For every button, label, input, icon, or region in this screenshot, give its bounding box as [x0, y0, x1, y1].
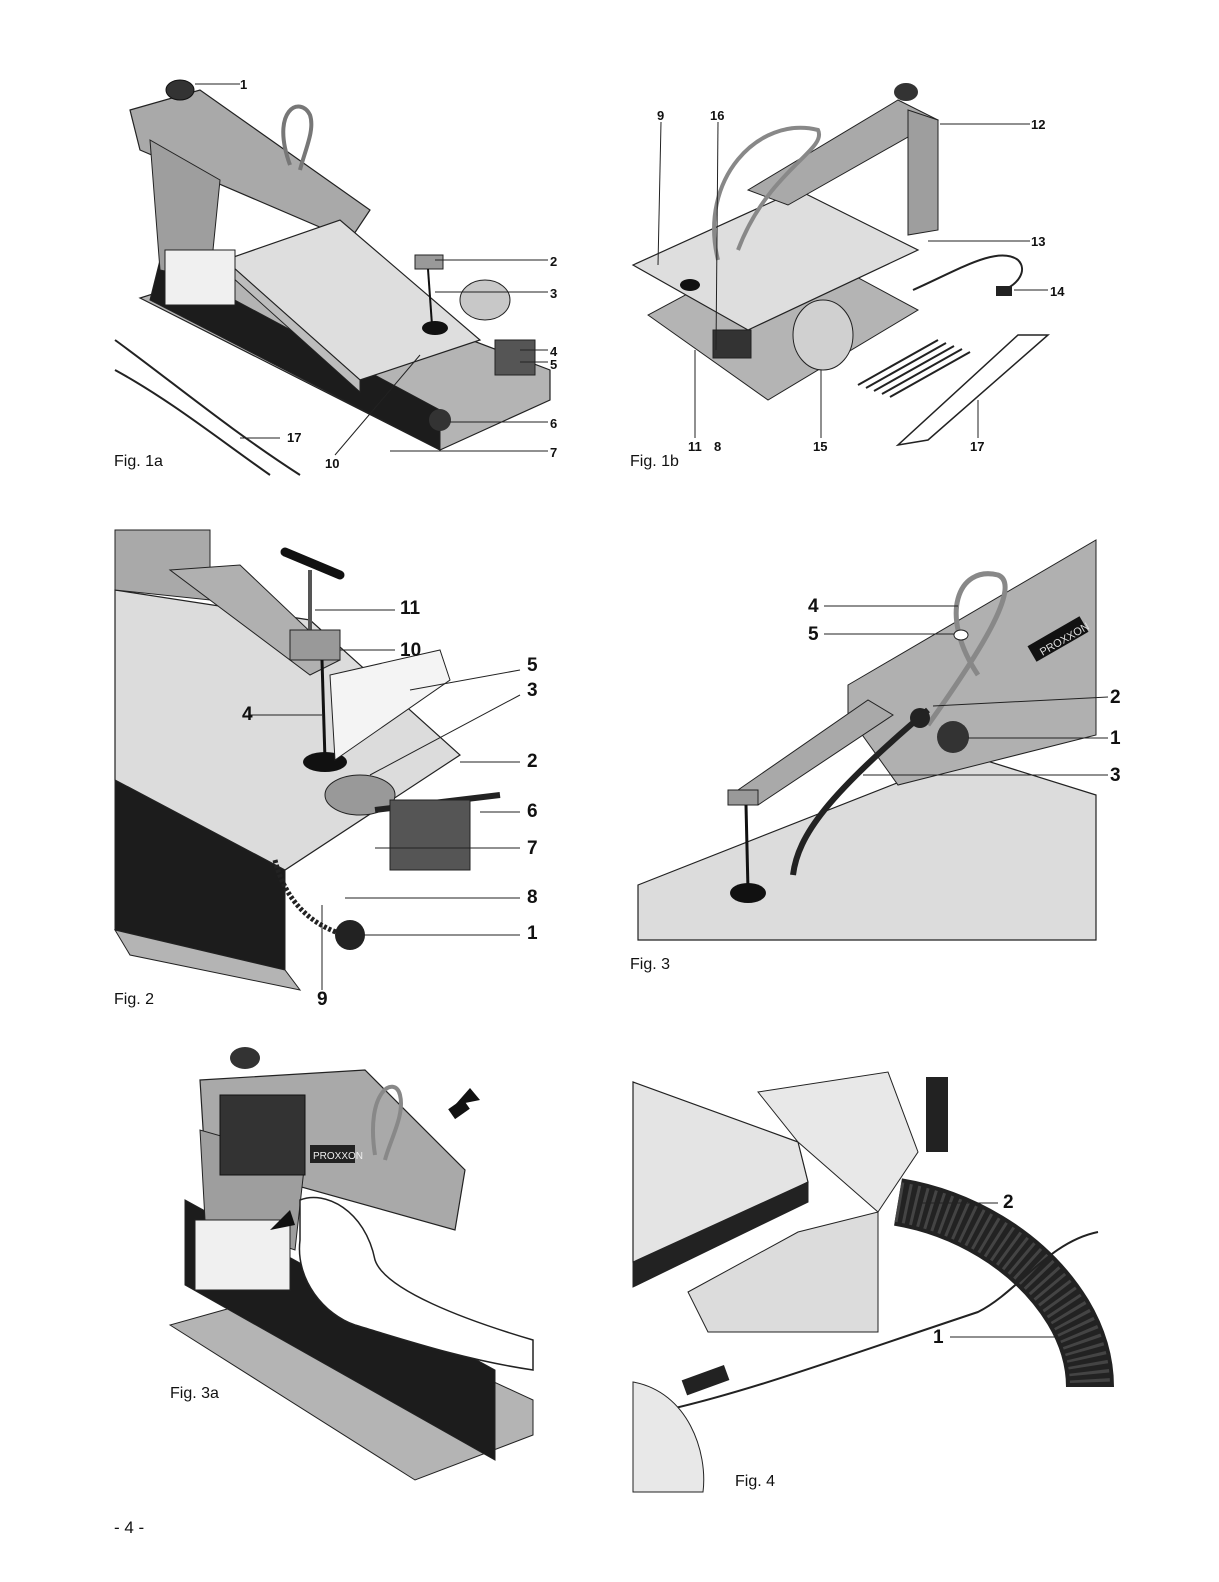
callout-16: 16 — [710, 108, 724, 123]
brand-logo: PROXXON — [313, 1151, 363, 1162]
callout-8: 8 — [714, 439, 721, 454]
figure-3a: PROXXON Fig. 3a — [165, 1040, 535, 1510]
callout-1: 1 — [527, 923, 538, 945]
callout-5: 5 — [550, 357, 557, 372]
figure-3: PROXXON 4 5 2 1 3 Fig. 3 — [628, 535, 1128, 985]
callout-5: 5 — [808, 624, 819, 646]
callout-3: 3 — [527, 680, 538, 702]
scroll-saw-illustration: PROXXON — [165, 1040, 535, 1500]
scroll-saw-illustration: PROXXON — [628, 535, 1128, 945]
callout-2: 2 — [1003, 1192, 1014, 1214]
figure-caption: Fig. 3a — [170, 1385, 219, 1403]
callout-10: 10 — [325, 456, 339, 471]
callout-9: 9 — [317, 989, 328, 1011]
callout-6: 6 — [527, 801, 538, 823]
callout-4: 4 — [808, 596, 819, 618]
callout-7: 7 — [550, 445, 557, 460]
callout-2: 2 — [550, 254, 557, 269]
callout-1: 1 — [933, 1327, 944, 1349]
callout-12: 12 — [1031, 117, 1045, 132]
callout-9: 9 — [657, 108, 664, 123]
callout-5: 5 — [527, 655, 538, 677]
callout-2: 2 — [1110, 687, 1121, 709]
callout-8: 8 — [527, 887, 538, 909]
callout-6: 6 — [550, 416, 557, 431]
callout-11: 11 — [400, 598, 420, 620]
callout-15: 15 — [813, 439, 827, 454]
figure-1b: 9 16 12 13 14 11 8 15 17 Fig. 1b — [628, 100, 1068, 480]
callout-13: 13 — [1031, 234, 1045, 249]
dust-extraction-illustration — [628, 1072, 1098, 1492]
callout-7: 7 — [527, 838, 538, 860]
figure-4: 2 1 Fig. 4 — [628, 1072, 1108, 1502]
figure-caption: Fig. 1a — [114, 453, 163, 471]
callout-10: 10 — [400, 640, 421, 662]
callout-4: 4 — [242, 704, 253, 726]
figure-caption: Fig. 1b — [630, 453, 679, 471]
callout-14: 14 — [1050, 284, 1064, 299]
scroll-saw-illustration — [628, 100, 1068, 480]
figure-caption: Fig. 3 — [630, 956, 670, 974]
scroll-saw-illustration — [110, 70, 580, 480]
scroll-saw-illustration — [110, 530, 560, 1020]
figure-caption: Fig. 4 — [735, 1473, 775, 1491]
callout-1: 1 — [240, 77, 247, 92]
callout-1: 1 — [1110, 728, 1121, 750]
callout-2: 2 — [527, 751, 538, 773]
figure-caption: Fig. 2 — [114, 991, 154, 1009]
figure-2: 11 10 5 4 3 2 6 7 8 1 9 Fig. 2 — [110, 530, 560, 1020]
callout-17: 17 — [287, 430, 301, 445]
figure-1a: 1 2 3 4 5 6 7 10 17 Fig. 1a — [110, 70, 580, 480]
callout-17: 17 — [970, 439, 984, 454]
callout-3: 3 — [1110, 765, 1121, 787]
callout-3: 3 — [550, 286, 557, 301]
page-number: - 4 - — [114, 1518, 144, 1538]
callout-11: 11 — [688, 439, 702, 454]
